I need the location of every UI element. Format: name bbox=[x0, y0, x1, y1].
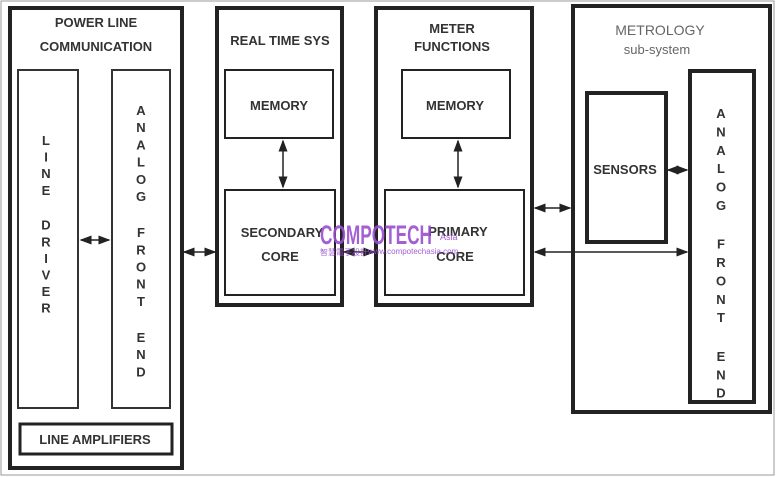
metrology-title-2: sub-system bbox=[624, 42, 690, 57]
line-amplifiers-box bbox=[18, 422, 174, 456]
metrology-block: METROLOGY sub-system SENSORS ANALOGFRONT… bbox=[571, 4, 772, 414]
vertical-letter: N bbox=[136, 120, 145, 135]
watermark-tagline: 智慧電子設計 bbox=[320, 247, 368, 257]
watermark-brand: COMPOTECH bbox=[320, 220, 432, 250]
vertical-letter: A bbox=[136, 137, 146, 152]
vertical-letter: A bbox=[716, 143, 726, 158]
vertical-letter: R bbox=[41, 301, 51, 316]
vertical-letter: V bbox=[42, 267, 51, 282]
meter-title-2: FUNCTIONS bbox=[414, 39, 490, 54]
watermark-suffix: Asia bbox=[440, 232, 458, 242]
vertical-letter: O bbox=[136, 260, 146, 275]
vertical-letter: A bbox=[716, 106, 726, 121]
vertical-letter: E bbox=[137, 330, 146, 345]
vertical-letter: I bbox=[44, 150, 48, 165]
vertical-letter: G bbox=[136, 189, 146, 204]
metrology-outer-box bbox=[571, 4, 772, 414]
vertical-letter: R bbox=[136, 242, 146, 257]
metrology-title-1: METROLOGY bbox=[615, 22, 705, 38]
vertical-letter: E bbox=[42, 183, 51, 198]
vertical-letter: N bbox=[41, 166, 50, 181]
vertical-letter: T bbox=[717, 310, 725, 325]
line-driver-box bbox=[17, 69, 79, 409]
meter-memory-label: MEMORY bbox=[426, 98, 484, 113]
vertical-letter: F bbox=[717, 237, 725, 252]
vertical-letter: T bbox=[137, 294, 145, 309]
primary-core-box bbox=[384, 189, 525, 296]
rts-outer-box bbox=[215, 6, 344, 307]
vertical-letter: N bbox=[716, 292, 725, 307]
vertical-letter: A bbox=[136, 103, 146, 118]
vertical-letter: L bbox=[137, 155, 145, 170]
vertical-letter: R bbox=[716, 255, 726, 270]
meter-title-1: METER bbox=[429, 21, 475, 36]
sensors-box bbox=[585, 91, 668, 244]
plc-afe-box bbox=[111, 69, 171, 409]
plc-title-2: COMMUNICATION bbox=[40, 39, 152, 54]
watermark-url: www.compotechasia.com bbox=[367, 247, 459, 256]
vertical-letter: N bbox=[136, 277, 145, 292]
plc-title-1: POWER LINE bbox=[55, 15, 138, 30]
vertical-letter: I bbox=[44, 251, 48, 266]
metrology-afe-box bbox=[688, 69, 756, 404]
vertical-letter: L bbox=[42, 133, 50, 148]
vertical-letter: L bbox=[717, 161, 725, 176]
rts-memory-label: MEMORY bbox=[250, 98, 308, 113]
vertical-letter: D bbox=[136, 364, 145, 379]
meter-block: METER FUNCTIONS MEMORY PRIMARY CORE bbox=[374, 6, 534, 307]
rts-memory-box bbox=[224, 69, 334, 139]
secondary-core-label-1: SECONDARY bbox=[241, 225, 324, 240]
primary-core-label-1: PRIMARY bbox=[428, 224, 488, 239]
vertical-letter: N bbox=[716, 124, 725, 139]
vertical-letter: N bbox=[136, 347, 145, 362]
rts-title: REAL TIME SYS bbox=[230, 33, 330, 48]
secondary-core-box bbox=[224, 189, 336, 296]
line-amplifiers-label: LINE AMPLIFIERS bbox=[39, 432, 151, 447]
vertical-letter: D bbox=[41, 218, 50, 233]
vertical-letter: O bbox=[716, 180, 726, 195]
rts-block: REAL TIME SYS MEMORY SECONDARY CORE bbox=[215, 6, 344, 307]
vertical-letter: O bbox=[136, 172, 146, 187]
vertical-letter: R bbox=[41, 234, 51, 249]
vertical-letter: G bbox=[716, 198, 726, 213]
vertical-letter: O bbox=[716, 273, 726, 288]
primary-core-label-2: CORE bbox=[436, 249, 474, 264]
vertical-letter: D bbox=[716, 386, 725, 401]
vertical-letter: E bbox=[42, 284, 51, 299]
vertical-letter: F bbox=[137, 225, 145, 240]
meter-outer-box bbox=[374, 6, 534, 307]
watermark: COMPOTECH Asia 智慧電子設計 www.compotechasia.… bbox=[320, 220, 459, 257]
secondary-core-label-2: CORE bbox=[261, 249, 299, 264]
plc-outer-box bbox=[8, 6, 184, 470]
vertical-letter: E bbox=[717, 349, 726, 364]
sensors-label: SENSORS bbox=[593, 162, 657, 177]
vertical-letter: N bbox=[716, 367, 725, 382]
meter-memory-box bbox=[401, 69, 511, 139]
